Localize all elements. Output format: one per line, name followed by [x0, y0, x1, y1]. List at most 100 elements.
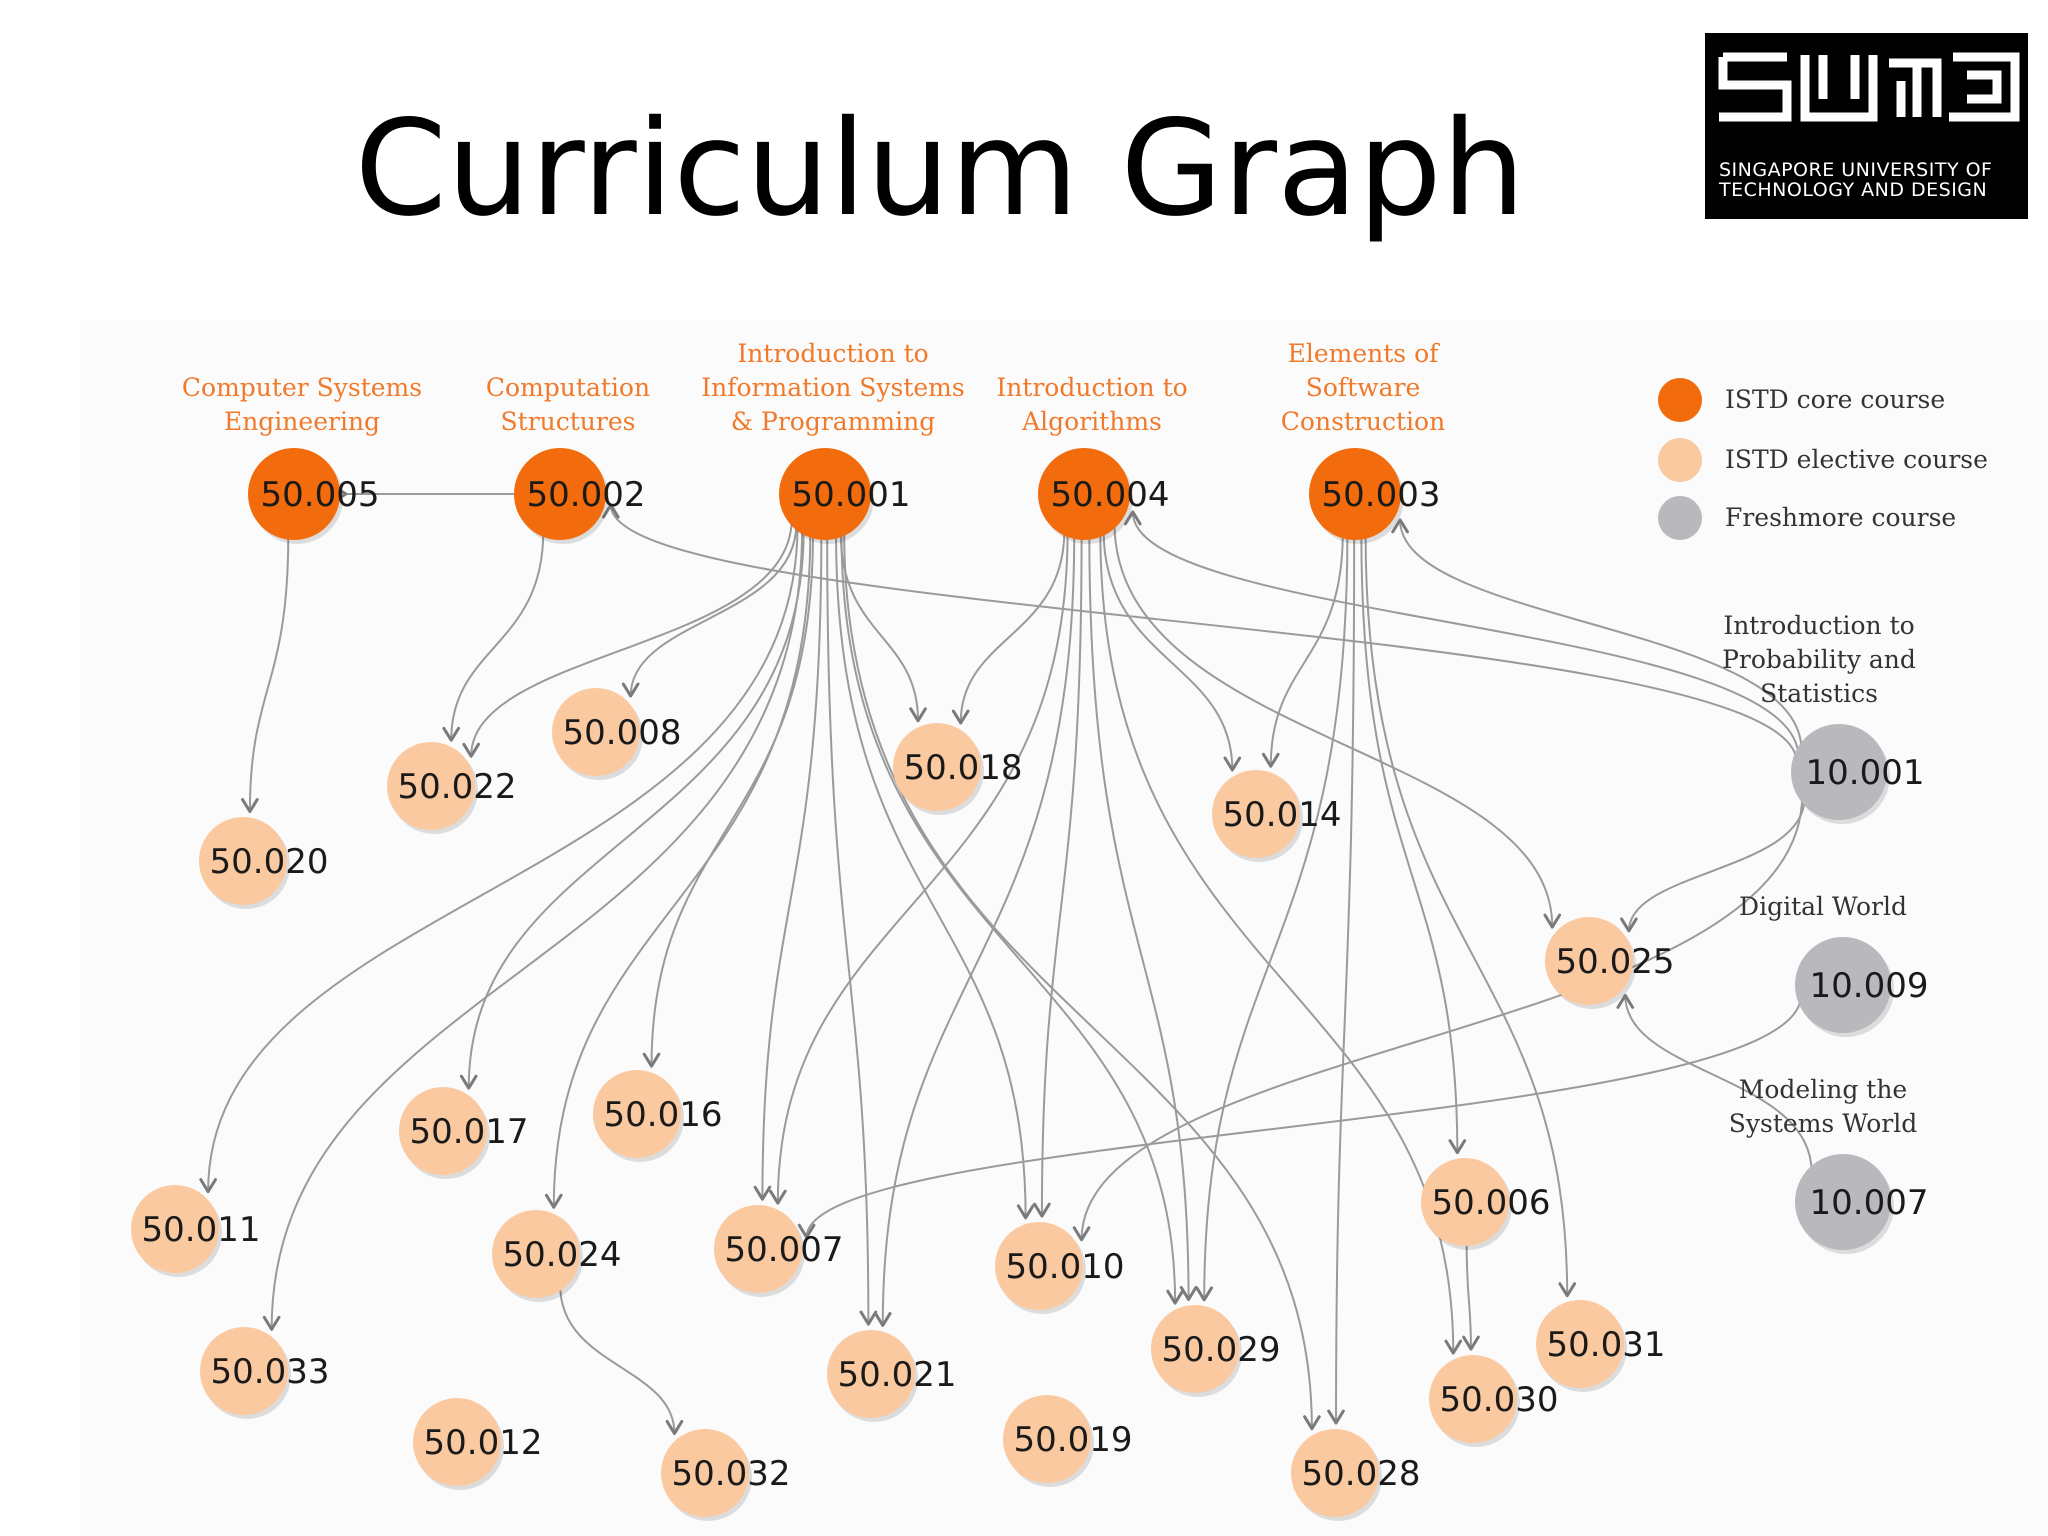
course-node-50-024: 50.024: [492, 1210, 621, 1302]
course-title-line: Introduction to: [996, 373, 1187, 402]
arrowhead-icon: [442, 726, 461, 742]
course-code: 50.004: [1051, 475, 1170, 515]
prereq-edge: [1327, 535, 1356, 1425]
node-circle: [514, 448, 606, 540]
course-title-line: Algorithms: [1021, 407, 1162, 436]
arrowhead-icon: [601, 503, 620, 519]
prereq-edge: [769, 532, 1069, 1205]
node-circle: [995, 1222, 1083, 1310]
prereq-edge: [544, 532, 812, 1209]
sutd-wordmark-icon: [1718, 52, 2020, 122]
course-title-line: Computer Systems: [182, 373, 422, 402]
course-title-line: Statistics: [1760, 679, 1878, 708]
course-node-50-031: 50.031: [1536, 1300, 1665, 1392]
course-code: 50.032: [672, 1454, 791, 1494]
arrowhead-icon: [199, 1178, 217, 1194]
arrowhead-icon: [1558, 1282, 1577, 1298]
legend-label: Freshmore course: [1725, 503, 1956, 532]
course-node-50-014: 50.014: [1212, 770, 1341, 862]
node-circle: [1791, 724, 1887, 820]
course-code: 50.031: [1547, 1325, 1666, 1365]
prereq-edge: [753, 535, 823, 1201]
course-code: 50.025: [1556, 942, 1675, 982]
node-circle: [131, 1185, 219, 1273]
prereq-edge: [1616, 993, 1813, 1173]
arrowhead-icon: [753, 1185, 772, 1201]
course-code: 50.001: [792, 475, 911, 515]
arrowhead-icon: [642, 1052, 661, 1068]
course-node-50-033: 50.033: [200, 1327, 329, 1419]
course-title-line: Engineering: [224, 407, 380, 436]
node-circle: [1429, 1355, 1517, 1443]
legend-label: ISTD elective course: [1725, 445, 1988, 474]
course-node-50-010: 50.010: [995, 1222, 1124, 1314]
course-title-line: Introduction to: [737, 339, 928, 368]
course-node-50-016: 50.016: [593, 1070, 722, 1162]
arrowhead-icon: [1033, 1202, 1051, 1218]
course-node-50-021: 50.021: [827, 1330, 956, 1422]
arrowhead-icon: [873, 1311, 892, 1327]
arrowhead-icon: [1303, 1415, 1321, 1431]
node-circle: [387, 742, 475, 830]
course-code: 50.012: [424, 1423, 543, 1463]
prereq-edge: [826, 535, 878, 1326]
course-code: 50.002: [527, 475, 646, 515]
node-circle: [1545, 917, 1633, 1005]
course-code: 50.007: [725, 1230, 844, 1270]
prereq-edge: [797, 995, 1803, 1239]
course-code: 50.006: [1432, 1183, 1551, 1223]
arrowhead-icon: [1327, 1409, 1345, 1425]
course-code: 50.024: [503, 1235, 622, 1275]
course-title-line: Modeling the: [1739, 1075, 1907, 1104]
course-title-line: Computation: [486, 373, 650, 402]
prereq-edge: [835, 533, 1035, 1220]
course-node-50-012: 50.012: [413, 1398, 542, 1490]
course-node-50-004: 50.004 Introduction to Algorithms: [996, 373, 1188, 544]
arrowhead-icon: [665, 1419, 684, 1435]
course-node-50-019: 50.019: [1003, 1395, 1132, 1487]
course-node-50-022: 50.022: [387, 742, 516, 834]
prereq-edge: [840, 531, 1184, 1305]
course-node-50-025: 50.025: [1545, 917, 1674, 1009]
course-code: 50.008: [563, 713, 682, 753]
node-circle: [714, 1205, 802, 1293]
arrowhead-icon: [1016, 1204, 1035, 1220]
logo-line-1: SINGAPORE UNIVERSITY OF: [1719, 159, 1993, 181]
prereq-edge: [559, 1285, 684, 1435]
course-node-50-032: 50.032: [661, 1429, 790, 1521]
prereq-edge: [951, 530, 1066, 725]
node-circle: [200, 1327, 288, 1415]
sutd-logo: SINGAPORE UNIVERSITY OF TECHNOLOGY AND D…: [1705, 33, 2028, 236]
arrowhead-icon: [1448, 1139, 1467, 1155]
prereq-edge: [1360, 534, 1467, 1155]
course-code: 50.028: [1302, 1454, 1421, 1494]
course-node-50-007: 50.007: [714, 1205, 843, 1297]
course-node-50-008: 50.008: [552, 688, 681, 780]
course-title-line: Software: [1306, 373, 1421, 402]
arrowhead-icon: [1072, 1226, 1091, 1242]
freshmore-swatch-icon: [1658, 496, 1702, 540]
node-circle: [413, 1398, 501, 1486]
arrowhead-icon: [241, 798, 259, 813]
prereq-edge: [462, 518, 793, 758]
prereq-edge: [1195, 534, 1349, 1302]
arrowhead-icon: [1462, 1335, 1480, 1351]
node-circle: [779, 448, 871, 540]
course-node-50-030: 50.030: [1429, 1355, 1558, 1447]
prereq-edge: [1113, 522, 1562, 929]
course-node-50-006: 50.006: [1421, 1158, 1550, 1250]
arrowhead-icon: [1444, 1339, 1463, 1355]
course-code: 50.020: [210, 842, 329, 882]
course-title-line: Introduction to: [1723, 611, 1914, 640]
prereq-edge: [442, 531, 545, 742]
node-circle: [1309, 448, 1401, 540]
arrowhead-icon: [1620, 917, 1638, 933]
arrowhead-icon: [909, 707, 927, 723]
arrowhead-icon: [544, 1193, 563, 1209]
course-title-line: Elements of: [1288, 339, 1441, 368]
